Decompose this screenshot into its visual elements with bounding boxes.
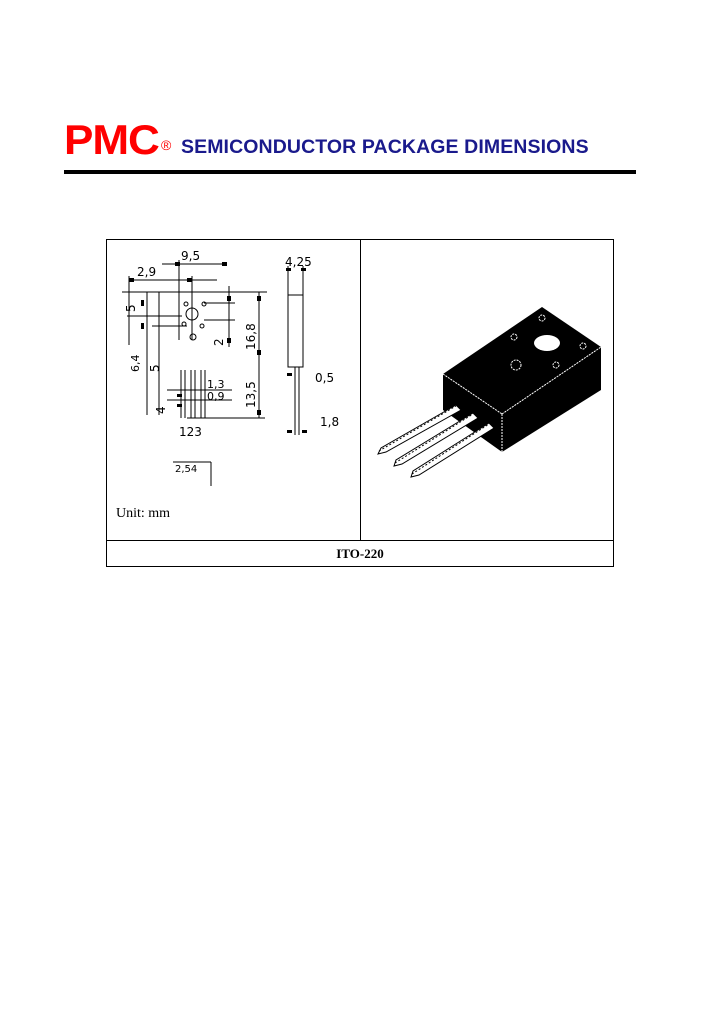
dim-inner-mark: 2 <box>212 338 226 346</box>
dim-hole-offset: 2,9 <box>137 265 156 279</box>
dim-lead-width: 0,9 <box>207 390 225 403</box>
package-illustration-cell <box>361 240 613 540</box>
pmc-logo: PMC <box>64 116 160 163</box>
page-header: PMC ® SEMICONDUCTOR PACKAGE DIMENSIONS <box>64 118 644 162</box>
dim-thickness: 4,25 <box>285 255 312 269</box>
dim-lead-zone: 5 <box>148 364 162 372</box>
dim-pitch: 2,54 <box>175 464 197 475</box>
dim-hole-height: 5 <box>124 304 138 312</box>
package-3d-illustration <box>377 307 602 478</box>
unit-label: Unit: mm <box>116 506 171 521</box>
package-name: ITO-220 <box>107 540 613 566</box>
dim-body-height: 16,8 <box>244 323 258 350</box>
header-rule <box>64 170 636 174</box>
dim-lead-step: 4 <box>154 406 168 414</box>
dim-body-width: 9,5 <box>181 249 200 263</box>
dimension-drawing: 9,5 2,9 4,25 1,3 0,9 123 0,5 1,8 2,54 5 … <box>122 249 339 486</box>
dim-lead-offset: 1,8 <box>320 415 339 429</box>
dim-lead-thickness: 0,5 <box>315 371 334 385</box>
dim-lead-width-top: 1,3 <box>207 378 225 391</box>
pin-numbers: 123 <box>179 425 202 439</box>
package-table: 9,5 2,9 4,25 1,3 0,9 123 0,5 1,8 2,54 5 … <box>106 239 614 567</box>
registered-mark: ® <box>161 137 172 153</box>
page-title: SEMICONDUCTOR PACKAGE DIMENSIONS <box>181 136 589 158</box>
dim-upper-offset: 6,4 <box>129 355 142 373</box>
dimension-drawing-cell: 9,5 2,9 4,25 1,3 0,9 123 0,5 1,8 2,54 5 … <box>107 240 361 540</box>
dim-lead-length: 13,5 <box>244 381 258 408</box>
